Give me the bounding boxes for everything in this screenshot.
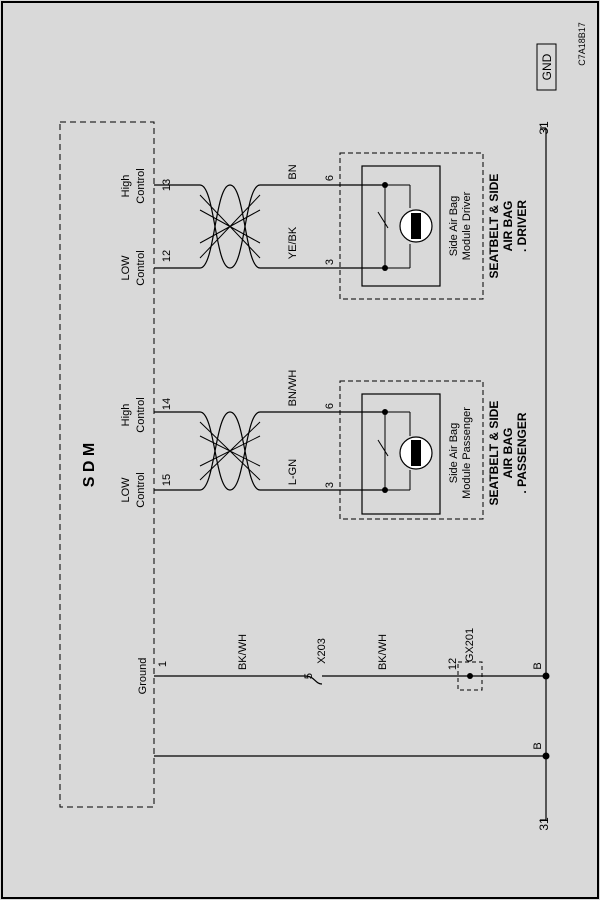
- driver-outer-label-1: SEATBELT & SIDE: [487, 174, 501, 279]
- gx201-pin: 12: [447, 658, 459, 670]
- pass-high-pin: 14: [161, 398, 173, 410]
- x203-connector: [304, 675, 323, 685]
- pass-pin-3: 3: [324, 482, 336, 488]
- pass-outer-label-3: . PASSENGER: [515, 412, 529, 493]
- driver-module-box: [361, 165, 441, 287]
- driver-inner-label-1: Side Air Bag: [448, 196, 460, 257]
- driver-pin-3: 3: [324, 259, 336, 265]
- pass-twist-b: [199, 411, 261, 491]
- pass-low-wire-color: L-GN: [287, 459, 299, 485]
- driver-high-pin: 13: [161, 179, 173, 191]
- bus-label-2: B: [532, 742, 544, 749]
- gnd-label: GND: [540, 53, 554, 80]
- pass-twist-cross: [199, 421, 261, 481]
- pass-low-label-2: Control: [135, 472, 147, 507]
- driver-outer-label-2: AIR BAG: [501, 201, 515, 252]
- driver-low-pin: 12: [161, 250, 173, 262]
- sdm-box: [59, 121, 155, 808]
- driver-high-label-2: Control: [135, 168, 147, 203]
- pass-pin-6: 6: [324, 403, 336, 409]
- pass-low-label-1: LOW: [120, 477, 132, 503]
- bus-node-2: [542, 752, 550, 760]
- driver-pin-6: 6: [324, 175, 336, 181]
- gx201-label: GX201: [464, 628, 476, 662]
- pass-inner-label-1: Side Air Bag: [448, 423, 460, 484]
- pass-high-label-2: Control: [135, 397, 147, 432]
- diagram-code: C7A18B17: [577, 22, 587, 66]
- pass-outer-label-1: SEATBELT & SIDE: [487, 401, 501, 506]
- pass-inner-label-2: Module Passenger: [461, 407, 473, 499]
- driver-low-label-1: LOW: [120, 255, 132, 281]
- ground-label: Ground: [137, 658, 149, 695]
- pass-high-wire-color: BN/WH: [287, 370, 299, 407]
- driver-module-dashed: [339, 152, 484, 300]
- driver-twist-b: [199, 184, 261, 269]
- bus-node-1: [542, 672, 550, 680]
- x203-label: X203: [316, 638, 328, 664]
- driver-high-label-1: High: [120, 175, 132, 198]
- pass-twist-a: [199, 411, 261, 491]
- pass-module-dashed: [339, 380, 484, 520]
- driver-squib-core: [411, 213, 421, 239]
- pass-low-pin: 15: [161, 474, 173, 486]
- pass-module-box: [361, 393, 441, 515]
- pass-high-label-1: High: [120, 404, 132, 427]
- pass-squib-core: [411, 440, 421, 466]
- driver-low-label-2: Control: [135, 250, 147, 285]
- driver-outer-label-3: . DRIVER: [515, 200, 529, 252]
- ground-wire-color-2: BK/WH: [377, 634, 389, 670]
- driver-inner-label-2: Module Driver: [461, 191, 473, 260]
- bus-label-1: B: [532, 662, 544, 669]
- ground-wire-color-1: BK/WH: [237, 634, 249, 670]
- page-ref-bottom: 31: [537, 817, 551, 831]
- driver-high-wire-color: BN: [287, 164, 299, 179]
- gnd-box: [536, 43, 557, 91]
- driver-twist-cross: [199, 194, 261, 259]
- driver-low-wire-color: YE/BK: [287, 226, 299, 259]
- gx201-node: [467, 673, 473, 679]
- x203-pin: 5: [303, 673, 315, 679]
- ground-pin: 1: [157, 661, 169, 667]
- driver-twist-a: [199, 184, 261, 269]
- pass-switch: [377, 439, 389, 457]
- gx201-box: [457, 661, 483, 691]
- driver-switch: [377, 211, 389, 229]
- pass-outer-label-2: AIR BAG: [501, 428, 515, 479]
- sdm-title: S D M: [81, 443, 98, 487]
